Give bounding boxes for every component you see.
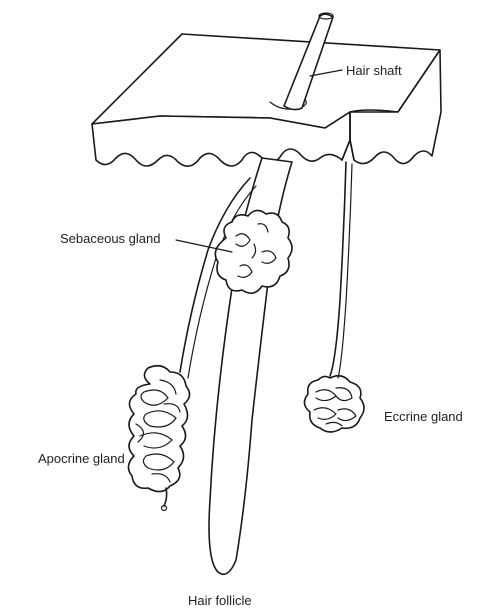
hair-shaft-label: Hair shaft	[346, 64, 402, 77]
hair-follicle-label: Hair follicle	[188, 594, 252, 607]
eccrine-duct	[330, 162, 346, 376]
apocrine-gland-label: Apocrine gland	[38, 452, 125, 465]
apocrine-gland	[128, 366, 189, 511]
eccrine-gland-label: Eccrine gland	[384, 410, 463, 423]
eccrine-gland	[304, 376, 364, 432]
sebaceous-gland-label: Sebaceous gland	[60, 232, 160, 245]
sebaceous-gland	[215, 210, 292, 293]
